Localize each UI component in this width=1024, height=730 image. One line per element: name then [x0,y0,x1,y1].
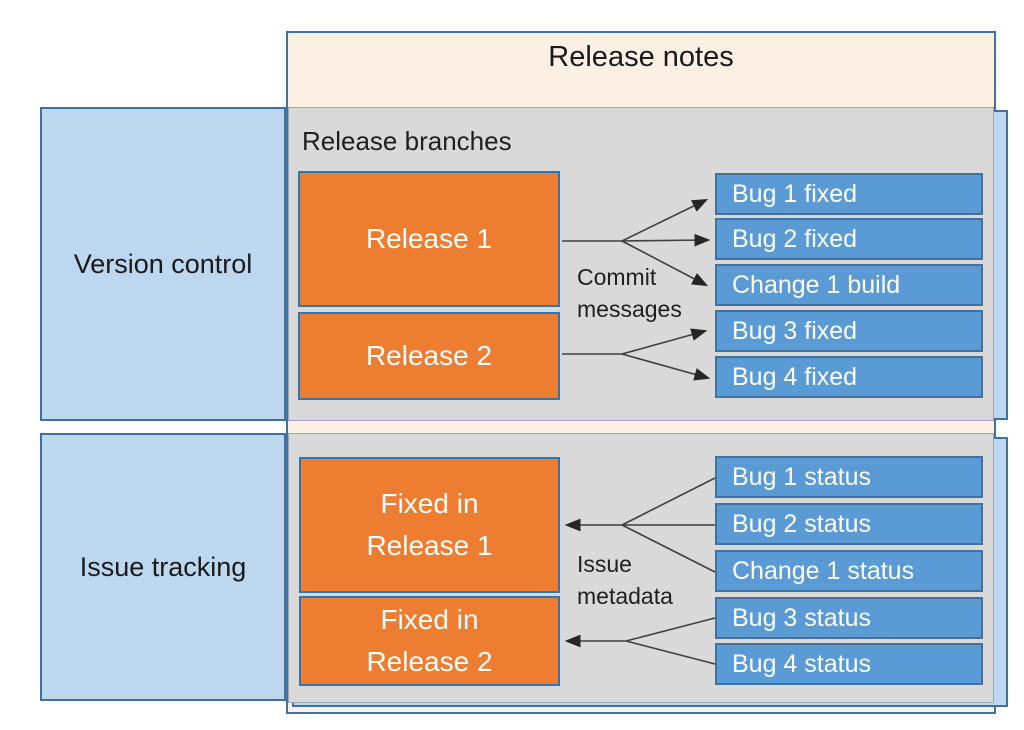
commit-box-label: Bug 2 fixed [732,224,858,253]
commit-box-change-1-build: Change 1 build [715,264,983,306]
release-2-label: Release 2 [365,340,493,371]
commit-messages-line1: Commit [577,264,657,290]
release-1-label: Release 1 [365,223,493,254]
commit-box-bug-3-fixed: Bug 3 fixed [715,310,983,352]
release-1-box: Release 1 [298,171,560,307]
commit-messages-line2: messages [577,296,682,322]
fixed-in-release-2-box: Fixed in Release 2 [299,596,560,686]
status-box-bug-4: Bug 4 status [715,643,983,685]
issue-tracking-label: Issue tracking [79,551,247,582]
status-box-label: Bug 1 status [732,462,871,491]
commit-box-label: Change 1 build [732,270,901,299]
fixed-in-release-1-line1: Fixed in [380,488,479,519]
version-control-box: Version control [40,107,286,421]
version-control-label: Version control [73,248,253,279]
commit-messages-label: Commit messages [577,261,682,325]
commit-box-label: Bug 1 fixed [732,179,858,208]
fixed-in-release-2-line2: Release 2 [366,646,493,677]
commit-box-label: Bug 3 fixed [732,316,858,345]
release-branches-label: Release branches [302,126,512,156]
issue-tracking-box: Issue tracking [40,433,286,701]
status-box-label: Change 1 status [732,556,915,585]
release-2-box: Release 2 [298,312,560,400]
release-notes-title: Release notes [548,41,734,73]
status-box-label: Bug 4 status [732,649,871,678]
issue-metadata-line2: metadata [577,583,673,609]
status-box-label: Bug 2 status [732,509,871,538]
status-box-label: Bug 3 status [732,603,871,632]
status-box-bug-2: Bug 2 status [715,503,983,545]
commit-box-bug-4-fixed: Bug 4 fixed [715,356,983,398]
commit-box-bug-1-fixed: Bug 1 fixed [715,173,983,215]
status-box-bug-3: Bug 3 status [715,597,983,639]
status-box-bug-1: Bug 1 status [715,456,983,498]
commit-box-label: Bug 4 fixed [732,362,858,391]
commit-box-bug-2-fixed: Bug 2 fixed [715,218,983,260]
fixed-in-release-1-box: Fixed in Release 1 [299,457,560,593]
status-box-change-1: Change 1 status [715,550,983,592]
fixed-in-release-1-line2: Release 1 [366,530,493,561]
issue-metadata-label: Issue metadata [577,548,673,612]
issue-metadata-line1: Issue [577,551,632,577]
fixed-in-release-2-line1: Fixed in [380,604,479,635]
